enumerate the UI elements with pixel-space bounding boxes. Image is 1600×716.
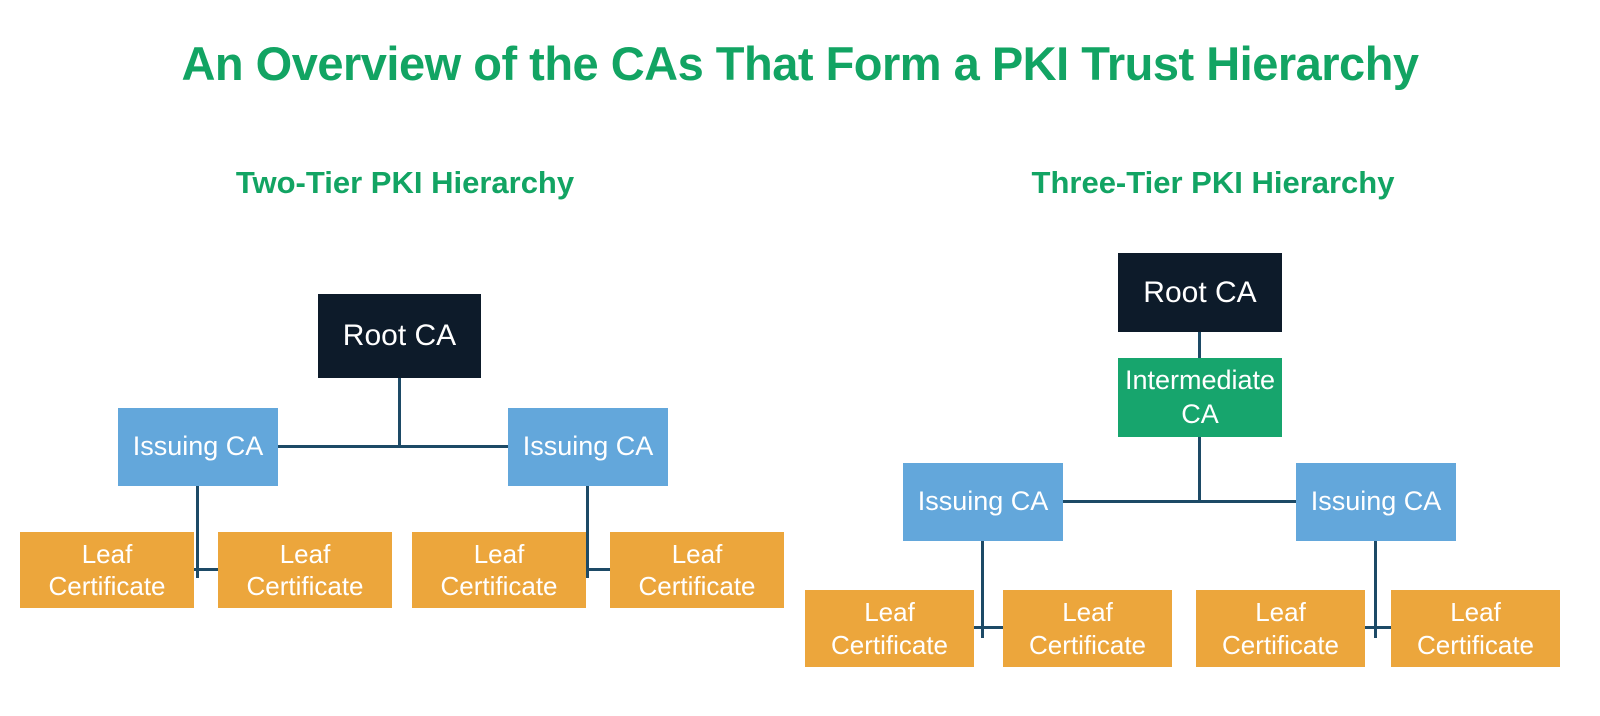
connector-2t-issuing-bar [278, 445, 508, 448]
two-tier-leaf-certificate-3: Leaf Certificate [412, 532, 586, 608]
three-tier-leaf-certificate-1: Leaf Certificate [805, 590, 974, 667]
three-tier-intermediate-ca-box: Intermediate CA [1118, 358, 1282, 437]
three-tier-leaf-certificate-3: Leaf Certificate [1196, 590, 1365, 667]
connector-3t-issuing-bar [1063, 500, 1296, 503]
two-tier-leaf-certificate-4: Leaf Certificate [610, 532, 784, 608]
three-tier-leaf-certificate-2: Leaf Certificate [1003, 590, 1172, 667]
two-tier-root-ca-box: Root CA [318, 294, 481, 378]
connector-3t-root-drop [1198, 332, 1201, 358]
two-tier-leaf-certificate-2: Leaf Certificate [218, 532, 392, 608]
connector-2t-left-drop [196, 486, 199, 578]
two-tier-issuing-ca-right: Issuing CA [508, 408, 668, 486]
connector-3t-left-drop [981, 541, 984, 638]
connector-2t-right-drop [586, 486, 589, 578]
connector-3t-right-leaf-bar [1353, 626, 1391, 629]
two-tier-leaf-certificate-1: Leaf Certificate [20, 532, 194, 608]
connector-2t-right-leaf-bar [574, 568, 610, 571]
three-tier-root-ca-box: Root CA [1118, 253, 1282, 332]
connector-2t-left-leaf-bar [182, 568, 218, 571]
connector-2t-root-drop [398, 378, 401, 448]
connector-3t-left-leaf-bar [962, 626, 1003, 629]
page-title: An Overview of the CAs That Form a PKI T… [181, 37, 1419, 90]
three-tier-heading: Three-Tier PKI Hierarchy [1031, 165, 1395, 200]
connector-3t-right-drop [1374, 541, 1377, 638]
connector-3t-intermediate-drop [1198, 437, 1201, 503]
two-tier-heading: Two-Tier PKI Hierarchy [235, 165, 575, 200]
three-tier-leaf-certificate-4: Leaf Certificate [1391, 590, 1560, 667]
three-tier-issuing-ca-left: Issuing CA [903, 463, 1063, 541]
two-tier-issuing-ca-left: Issuing CA [118, 408, 278, 486]
three-tier-issuing-ca-right: Issuing CA [1296, 463, 1456, 541]
